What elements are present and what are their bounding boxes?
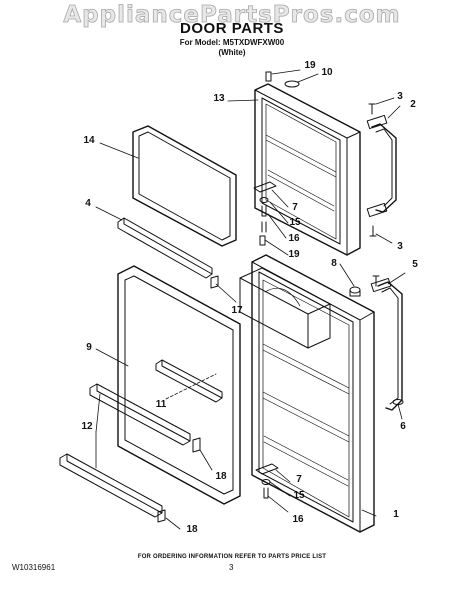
trim-strip-12-upper [89,383,191,446]
color-subtitle: (White) [218,48,246,57]
callout-4: 4 [85,198,91,209]
trim-strip-12-lower [59,453,163,518]
callout-7-lower: 7 [296,474,302,485]
fresh-food-handle [370,277,403,411]
leader-lines [95,69,406,530]
freezer-handle [366,114,397,218]
callout-14: 14 [83,135,95,146]
callout-11: 11 [155,399,167,410]
callout-6: 6 [400,421,406,432]
callout-10: 10 [321,67,333,78]
callout-3-lower: 3 [397,241,403,252]
door-hardware [157,71,404,523]
callout-1: 1 [393,509,399,520]
callout-3-upper: 3 [397,91,403,102]
callout-9: 9 [86,342,92,353]
ordering-note: FOR ORDERING INFORMATION REFER TO PARTS … [137,554,327,560]
freezer-door [254,83,361,256]
trim-strip-11 [155,359,223,403]
fresh-food-gasket [117,265,241,505]
page-number: 3 [229,563,234,572]
callout-17: 17 [231,305,243,316]
callout-13: 13 [213,93,225,104]
page-title: DOOR PARTS [180,20,284,37]
document-id: W10316961 [12,563,56,572]
callout-7-upper: 7 [292,202,298,213]
callout-18-lower: 18 [186,524,198,535]
callout-15-lower: 15 [293,490,305,501]
callout-5: 5 [412,259,418,270]
door-trim-strip [117,217,213,279]
callout-16-lower: 16 [292,514,304,525]
callout-19-upper: 19 [304,60,316,71]
callout-15-upper: 15 [289,217,301,228]
model-subtitle: For Model: M5TXDWFXW00 [179,38,285,47]
callout-19-lower: 19 [288,249,300,260]
callout-12: 12 [81,421,93,432]
callout-2: 2 [410,99,416,110]
callout-16-upper: 16 [288,233,300,244]
callout-18-upper: 18 [215,471,227,482]
callout-8: 8 [331,258,337,269]
watermark: AppliancePartsPros.com [63,2,401,29]
freezer-gasket [132,125,237,247]
fresh-food-door [239,254,375,533]
